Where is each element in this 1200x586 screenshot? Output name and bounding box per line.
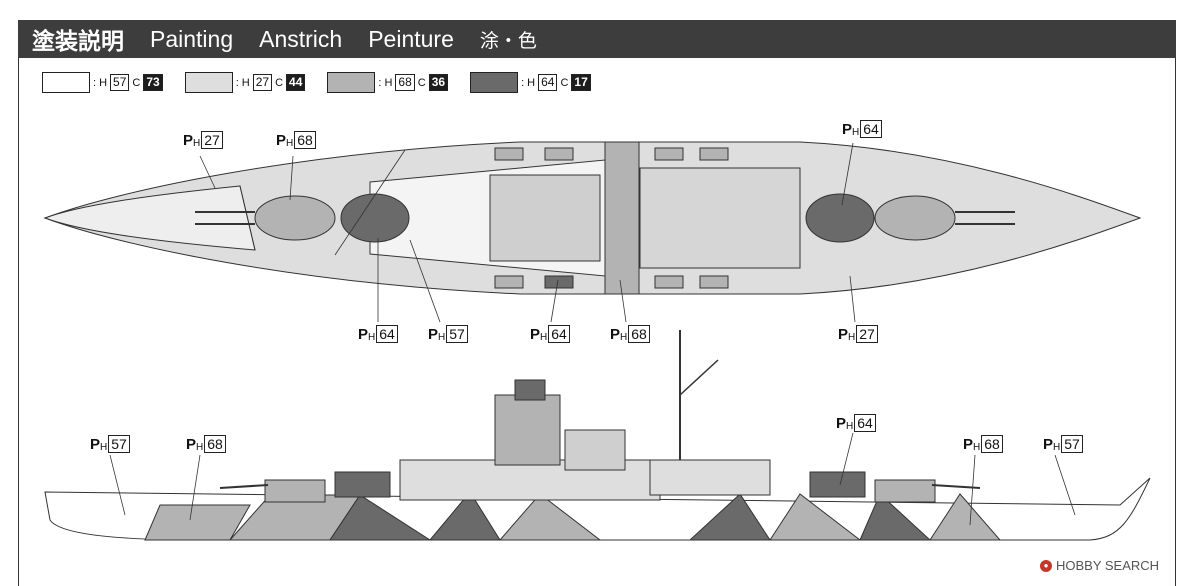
title-german: Anstrich [259, 25, 343, 52]
leader-top-h68-left [289, 155, 294, 201]
legend-c-code: 44 [286, 74, 306, 91]
legend-c-label: C [417, 76, 426, 89]
top-secondary-1 [494, 147, 524, 161]
hobby-search-logo-icon: ● [1040, 559, 1052, 572]
leader-top-h64-right [841, 142, 854, 206]
camo-h68-bow [144, 504, 251, 541]
camo-h64-aft2 [859, 493, 932, 541]
side-barrel-a [219, 484, 269, 489]
camo-h68-aft1 [769, 493, 862, 541]
side-turret-c [809, 471, 866, 498]
top-view [43, 141, 1142, 323]
title-chinese: 涂・色 [479, 30, 537, 52]
leader-top-h68-bm [619, 279, 627, 323]
camo-h64-mid [428, 491, 501, 541]
leader-side-h64 [839, 432, 854, 486]
side-aft-structure [649, 459, 771, 496]
title-french: Peinture [368, 25, 454, 52]
top-secondary-8 [699, 275, 729, 289]
color-legend: : H 57 C 73 : H 27 C 44 : H 68 C 36 : H … [42, 72, 591, 93]
legend-h-label: H [384, 76, 393, 89]
camo-h68-aft2 [929, 493, 1002, 541]
side-view [44, 330, 1151, 541]
top-turret-d [874, 195, 956, 241]
legend-c-label: C [275, 76, 284, 89]
side-funnel [564, 429, 626, 471]
diagram-frame [18, 58, 1176, 586]
watermark: ● HOBBY SEARCH [1040, 558, 1159, 573]
legend-h-label: H [99, 76, 108, 89]
leader-side-h57-right [1054, 454, 1076, 516]
side-barrel-d [931, 484, 981, 489]
side-mast-yard [679, 359, 719, 396]
title-bar: 塗装説明 Painting Anstrich Peinture 涂・色 [18, 20, 1176, 58]
leader-side-h57-left [109, 454, 126, 516]
top-aft-superstructure [639, 167, 801, 269]
swatch-h68 [327, 72, 376, 93]
title-japanese: 塗装説明 [32, 28, 124, 54]
legend-h-code: 68 [395, 74, 415, 91]
legend-c-code: 36 [428, 74, 449, 91]
top-turret-a [254, 195, 336, 241]
top-secondary-3 [494, 275, 524, 289]
legend-c-code: 73 [143, 74, 163, 91]
swatch-h27 [184, 72, 233, 93]
legend-h-label: H [241, 76, 250, 89]
legend-item-h57: : H 57 C 73 [42, 72, 163, 93]
swatch-h64 [470, 72, 519, 93]
legend-c-code: 17 [571, 74, 591, 91]
legend-item-h68: : H 68 C 36 [327, 72, 449, 93]
swatch-h57 [42, 72, 90, 93]
top-turret-b [340, 193, 410, 243]
top-deck-line-2 [334, 149, 406, 256]
leader-top-h57 [409, 239, 441, 323]
top-secondary-2 [544, 147, 574, 161]
leader-side-h68-right [969, 454, 976, 526]
side-turret-d [874, 479, 936, 503]
legend-h-label: H [527, 76, 536, 89]
leader-side-h68-left [189, 454, 201, 521]
legend-h-code: 64 [538, 74, 558, 91]
camo-h64-fwd [329, 494, 432, 541]
side-turret-b [334, 471, 391, 498]
camo-h64-aft1 [688, 493, 771, 541]
leader-top-h64-bm [550, 279, 559, 323]
top-secondary-7 [654, 275, 684, 289]
watermark-text: HOBBY SEARCH [1056, 558, 1160, 573]
title-english: Painting [150, 25, 234, 52]
camo-h68-mid [498, 493, 602, 541]
top-secondary-5 [654, 147, 684, 161]
legend-h-code: 57 [110, 74, 130, 91]
side-tower-top [514, 379, 546, 401]
legend-h-code: 27 [252, 74, 273, 91]
legend-item-h27: : H 27 C 44 [184, 72, 306, 93]
top-deck-line-1 [239, 185, 256, 251]
top-secondary-6 [699, 147, 729, 161]
leader-top-h27-left [199, 155, 216, 189]
legend-item-h64: : H 64 C 17 [470, 72, 591, 93]
side-bridge [494, 394, 561, 466]
top-bridge-block [489, 174, 601, 262]
leader-top-h27-br [849, 275, 856, 323]
side-turret-a [264, 479, 326, 503]
legend-c-label: C [560, 76, 569, 89]
top-funnel-stripe [604, 141, 640, 295]
top-turret-c [805, 193, 875, 243]
legend-c-label: C [132, 76, 141, 89]
top-secondary-4 [544, 275, 574, 289]
